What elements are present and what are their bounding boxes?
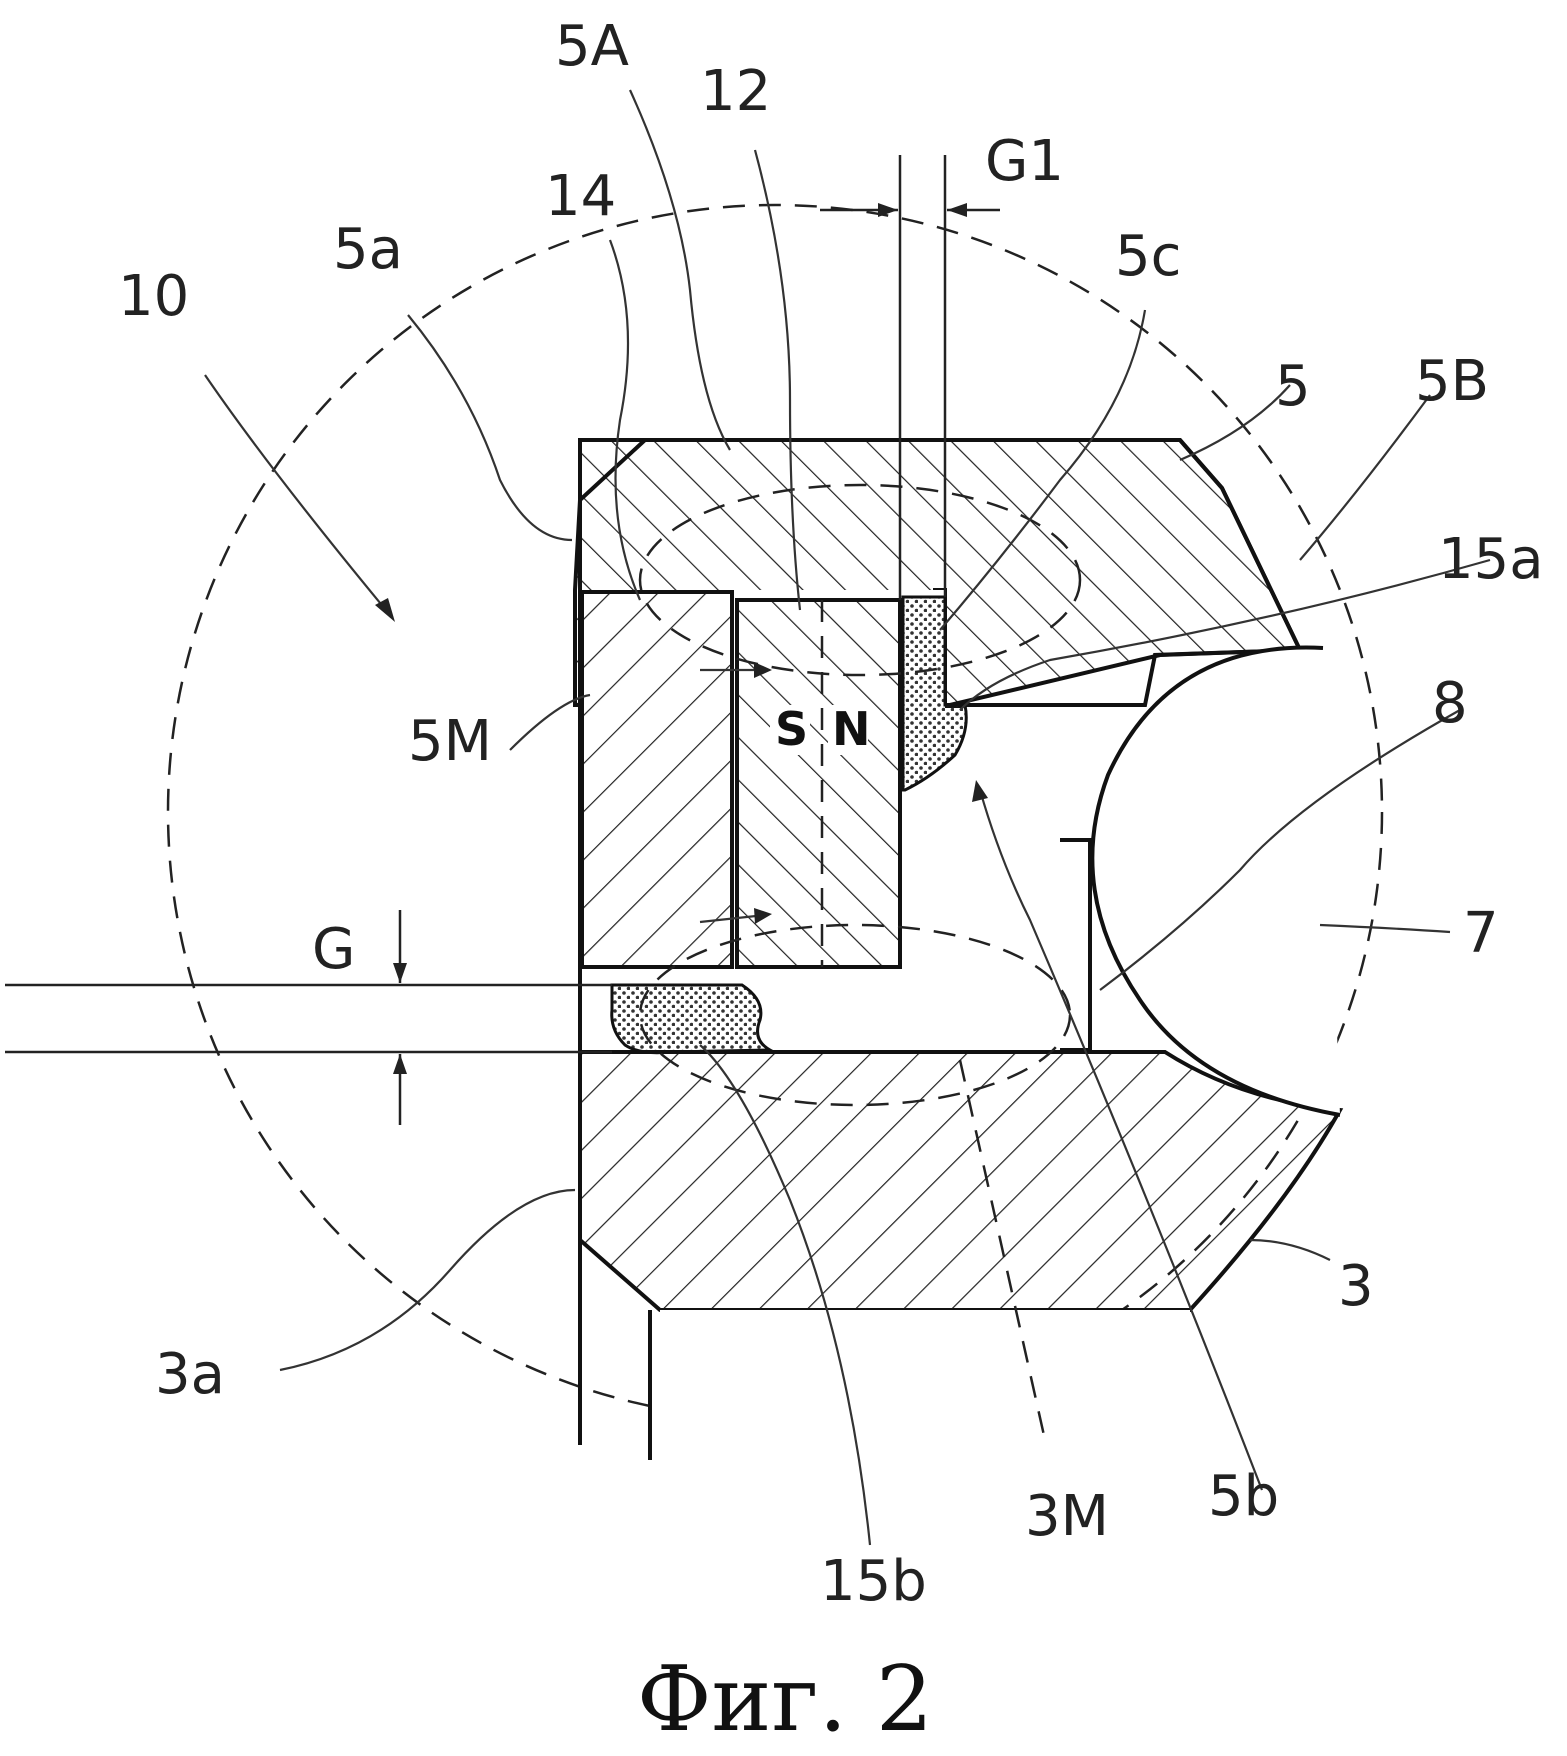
flux-arrow-lower [699, 913, 766, 924]
magnet-south-pole: S [775, 702, 808, 756]
label-10: 10 [118, 264, 189, 329]
leader-8 [1099, 709, 1461, 991]
leader-15a [959, 558, 1491, 711]
leader-5c [939, 309, 1147, 631]
leader-5M [509, 693, 591, 751]
label-5b: 5b [1208, 1464, 1279, 1529]
magnet-12 [735, 598, 902, 969]
magnet-north-pole: N [832, 702, 871, 756]
leader-5B [1299, 394, 1431, 561]
label-3M: 3M [1025, 1484, 1109, 1549]
flux-arrowhead-lower [754, 908, 772, 924]
leader-10-arrowhead [375, 598, 395, 622]
label-12: 12 [700, 59, 771, 124]
label-8: 8 [1432, 671, 1468, 736]
label-5c: 5c [1115, 224, 1181, 289]
label-15a: 15a [1438, 527, 1544, 592]
leader-3a [279, 1188, 576, 1372]
leader-5 [1179, 384, 1291, 462]
leader-5b-arrowhead [972, 780, 988, 802]
g1-arrowhead-left [878, 203, 898, 217]
label-7: 7 [1463, 901, 1499, 966]
label-15b: 15b [820, 1549, 927, 1614]
axis-3M [958, 1059, 1047, 1441]
magnet-s-label-bg [770, 705, 810, 755]
label-5B: 5B [1415, 349, 1489, 414]
leader-10 [204, 374, 391, 616]
leader-12 [753, 149, 802, 611]
core-5M [580, 590, 734, 969]
label-3a: 3a [155, 1342, 225, 1407]
cage-8 [1060, 838, 1092, 1052]
sealant-15b [610, 983, 776, 1055]
label-5a-lower: 5a [333, 217, 403, 282]
leader-5A [628, 89, 731, 451]
leader-5b [978, 789, 1264, 1491]
ball-7 [1090, 645, 1341, 1117]
label-5M: 5M [408, 709, 492, 774]
g1-arrowhead-right [947, 203, 967, 217]
inner-ring-bore [650, 1310, 1190, 1455]
label-G: G [312, 917, 355, 982]
flux-loop-upper [638, 483, 1082, 677]
figure-caption: Фиг. 2 [637, 1647, 933, 1752]
leader-7 [1319, 923, 1451, 934]
label-14: 14 [545, 164, 616, 229]
g-arrowhead-top [393, 963, 407, 983]
flux-arrowhead-upper [754, 662, 772, 678]
magnet-n-label-bg [828, 705, 868, 755]
leader-14 [608, 239, 642, 601]
label-3: 3 [1338, 1254, 1374, 1319]
leader-15b [699, 1044, 872, 1546]
label-5: 5 [1275, 354, 1311, 419]
inner-ring-3 [578, 1050, 1344, 1312]
label-G1: G1 [985, 129, 1064, 194]
leader-3 [1249, 1238, 1331, 1261]
label-5A: 5A [555, 14, 629, 79]
leader-5a-lower [407, 314, 573, 542]
g-arrowhead-bottom [393, 1054, 407, 1074]
